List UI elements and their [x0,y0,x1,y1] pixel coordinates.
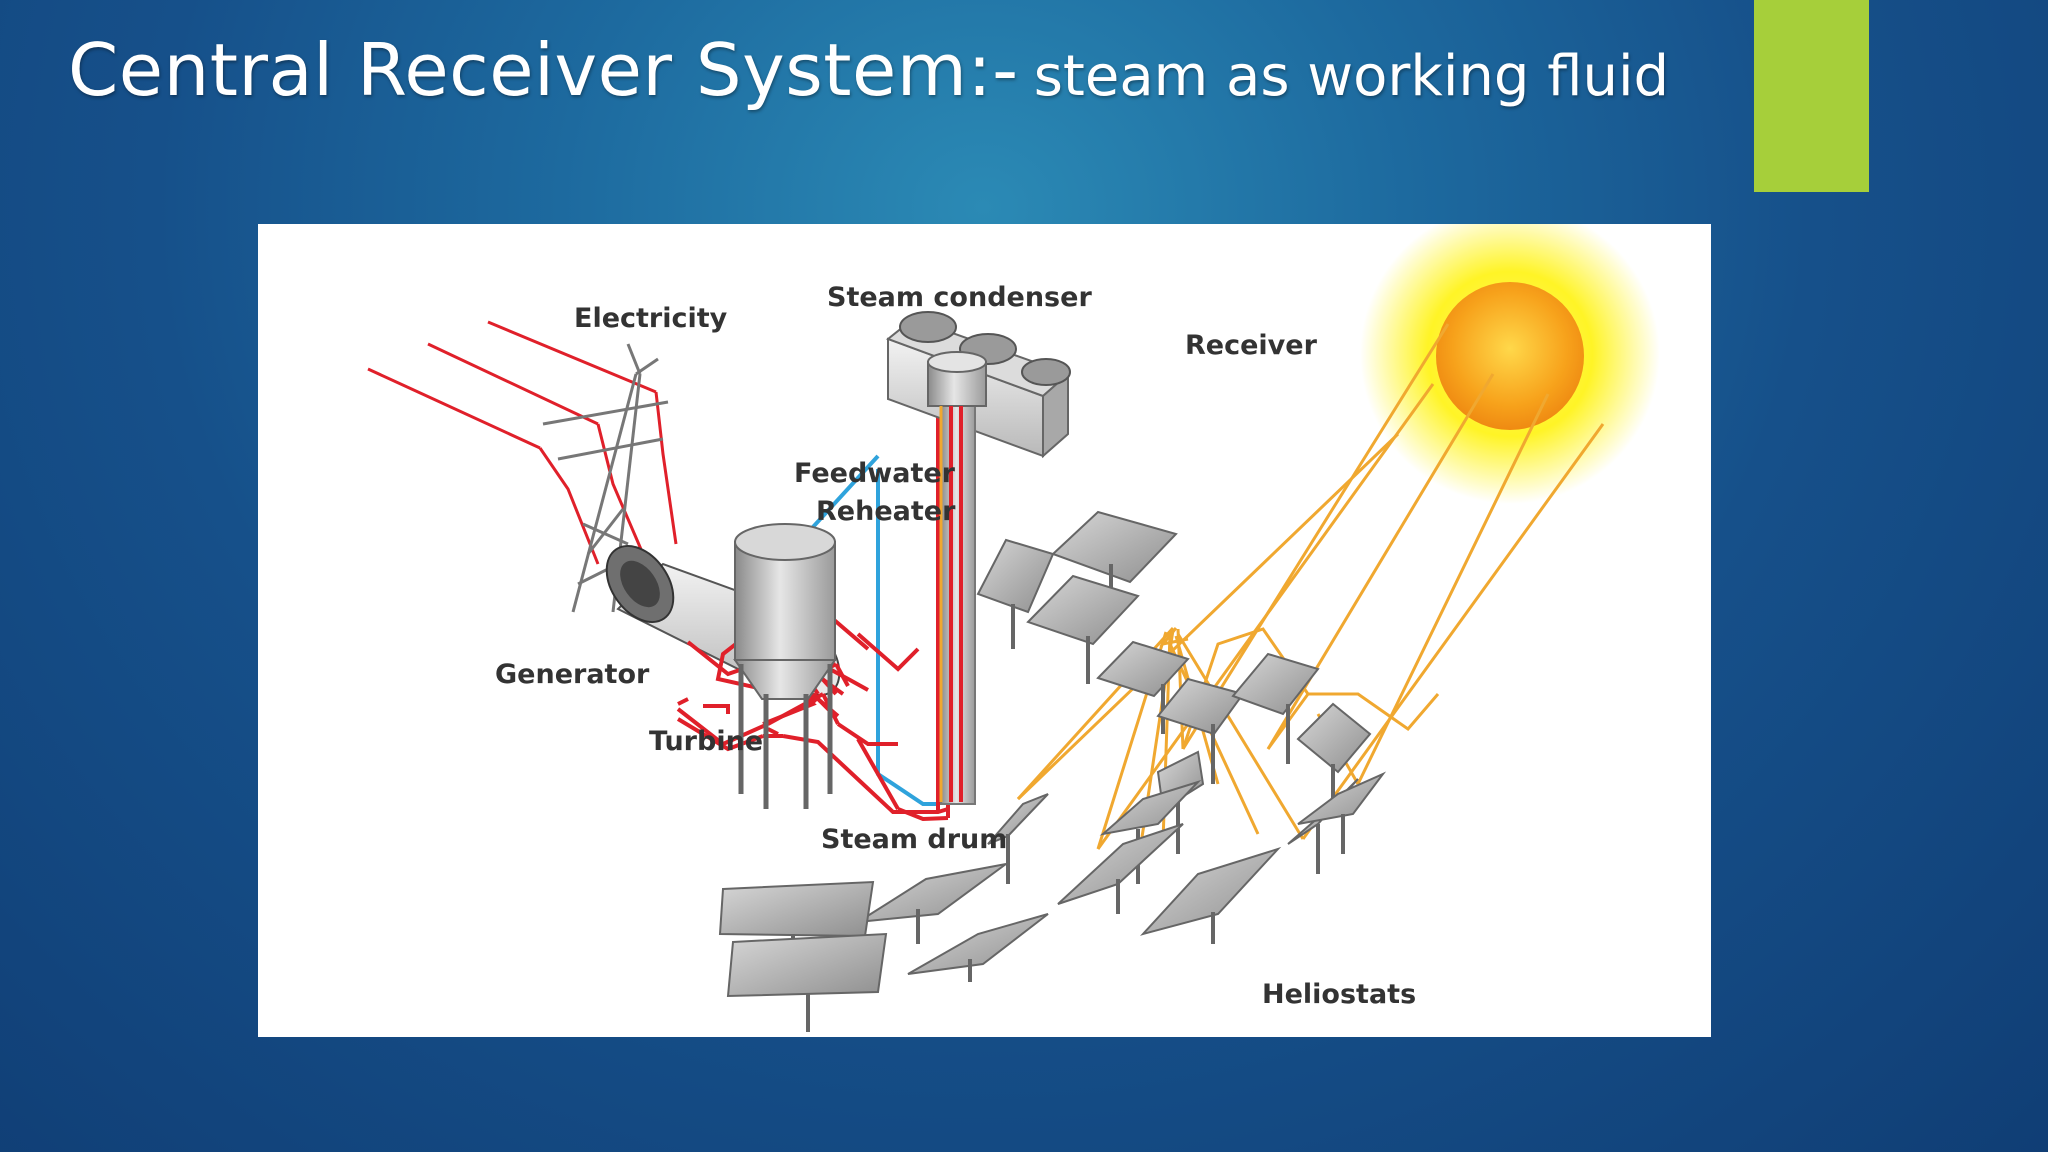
label-steam-drum: Steam drum [821,824,1007,855]
heliostat-icon [857,863,1007,944]
heliostat-field [718,510,1387,1032]
power-lines [367,320,678,565]
slide-title: Central Receiver System:- steam as worki… [68,28,1669,112]
label-heliostats: Heliostats [1262,979,1416,1010]
steam-drum-icon [733,523,837,809]
title-main: Central Receiver System:- [68,28,1019,112]
label-feedwater: Feedwater [794,458,956,489]
central-receiver-diagram: Electricity Steam condenser Receiver Fee… [258,224,1711,1037]
title-subtitle: steam as working fluid [1033,44,1670,109]
label-receiver: Receiver [1185,330,1318,361]
label-reheater: Reheater [816,496,956,527]
heliostat-icon [976,538,1055,649]
label-steam-condenser: Steam condenser [827,282,1092,313]
heliostat-icon [987,793,1049,884]
heliostat-icon [1057,823,1184,914]
label-electricity: Electricity [574,303,728,334]
sun-icon [1360,224,1660,504]
label-turbine: Turbine [649,726,763,757]
heliostat-icon [1297,771,1387,854]
label-generator: Generator [495,659,650,690]
receiver-tower-icon [927,351,987,805]
accent-bar [1754,0,1869,192]
heliostat-icon [907,913,1049,982]
heliostat-icon [1231,652,1320,764]
heliostat-icon [726,932,888,1032]
heliostat-icon [1139,846,1282,944]
heliostat-icon [1026,574,1140,684]
